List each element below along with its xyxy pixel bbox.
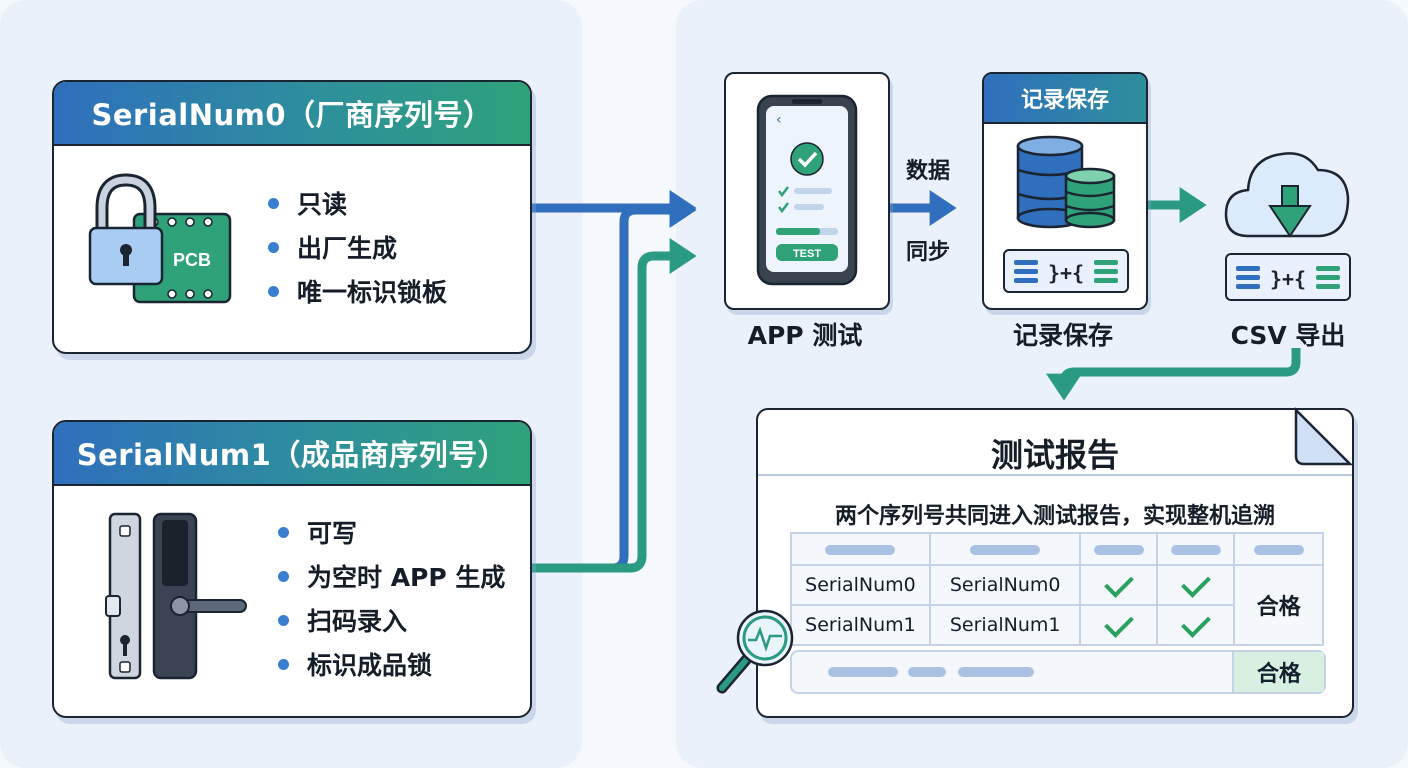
report-summary-row: 合格 xyxy=(790,650,1326,694)
list-item: 标识成品锁 xyxy=(278,642,505,686)
sync-top-label: 数据 xyxy=(906,159,951,184)
serial0-title: SerialNum0（厂商序列号） xyxy=(54,82,530,146)
magnifier-icon xyxy=(716,609,794,694)
test-report: 测试报告 两个序列号共同进入测试报告，实现整机追溯 SerialNum0 Ser… xyxy=(756,408,1354,718)
bullet-dot xyxy=(278,570,289,582)
table-row: SerialNum1 SerialNum1 xyxy=(790,604,1323,646)
list-item: 出厂生成 xyxy=(268,225,447,269)
bullet-dot xyxy=(268,285,279,297)
padlock-pcb-icon: PCB xyxy=(88,173,232,304)
csv-json-glyph: }+{ xyxy=(1270,267,1306,291)
table-cell: SerialNum0 xyxy=(790,564,931,606)
pcb-chip-label: PCB xyxy=(173,250,211,270)
list-item: 扫码录入 xyxy=(278,598,505,642)
record-save-header: 记录保存 xyxy=(984,74,1146,124)
summary-placeholder xyxy=(958,667,1034,677)
serial0-card: SerialNum0（厂商序列号） PCB 只读 出厂生成 唯一标识锁板 xyxy=(52,80,532,354)
header-placeholder xyxy=(1253,544,1304,555)
header-placeholder xyxy=(825,544,896,555)
bullet-dot xyxy=(268,197,279,209)
list-item: 可写 xyxy=(278,510,505,554)
record-save-box: 记录保存 }+{ xyxy=(982,72,1148,310)
test-button xyxy=(776,244,838,261)
back-icon: ‹ xyxy=(776,112,782,128)
serial1-card: SerialNum1（成品商序列号） 可写 为空时 APP 生成 扫码录入 标识… xyxy=(52,420,532,718)
report-divider xyxy=(758,474,1352,476)
record-save-label: 记录保存 xyxy=(1012,321,1113,350)
serial1-bullets: 可写 为空时 APP 生成 扫码录入 标识成品锁 xyxy=(278,510,505,686)
report-subtitle: 两个序列号共同进入测试报告，实现整机追溯 xyxy=(834,504,1275,529)
check-cell xyxy=(1156,564,1236,606)
folded-corner-icon xyxy=(1294,406,1354,466)
database-icon: }+{ xyxy=(1003,135,1129,293)
json-glyph: }+{ xyxy=(1048,261,1084,285)
table-cell: SerialNum0 xyxy=(928,564,1082,606)
app-test-label: APP 测试 xyxy=(747,321,863,350)
arrow-csv-to-report xyxy=(1046,348,1301,401)
check-cell xyxy=(1156,604,1236,646)
summary-placeholder xyxy=(828,667,898,677)
report-title: 测试报告 xyxy=(990,436,1119,474)
table-row: SerialNum0 SerialNum0 合格 xyxy=(790,564,1324,646)
bullet-dot xyxy=(278,614,289,626)
header-placeholder xyxy=(1170,544,1221,555)
test-button-label: TEST xyxy=(793,248,821,260)
serial0-bullets: 只读 出厂生成 唯一标识锁板 xyxy=(268,181,447,313)
app-test-box: ‹ TEST xyxy=(724,72,890,310)
bullet-dot xyxy=(268,241,279,253)
summary-result: 合格 xyxy=(1232,652,1324,692)
list-item: 为空时 APP 生成 xyxy=(278,554,505,598)
header-placeholder xyxy=(1093,544,1144,555)
list-item: 只读 xyxy=(268,181,447,225)
sync-bottom-label: 同步 xyxy=(906,240,951,265)
check-cell xyxy=(1079,564,1159,606)
bullet-dot xyxy=(278,526,289,538)
summary-placeholder xyxy=(908,667,946,677)
bullet-dot xyxy=(278,658,289,670)
header-placeholder xyxy=(970,544,1041,555)
check-cell xyxy=(1079,604,1159,646)
arrow-serial1-to-app-b xyxy=(530,238,697,573)
table-header-row xyxy=(790,532,1324,566)
report-table: SerialNum0 SerialNum0 合格 SerialNum1 Seri… xyxy=(790,532,1324,646)
list-item: 唯一标识锁板 xyxy=(268,269,447,313)
result-cell: 合格 xyxy=(1233,564,1324,646)
csv-export-label: CSV 导出 xyxy=(1230,321,1346,350)
table-cell: SerialNum1 xyxy=(928,604,1082,646)
door-lock-icon xyxy=(105,512,247,680)
table-cell: SerialNum1 xyxy=(790,604,931,646)
serial1-title: SerialNum1（成品商序列号） xyxy=(54,422,530,486)
phone-icon: ‹ TEST xyxy=(756,94,858,286)
